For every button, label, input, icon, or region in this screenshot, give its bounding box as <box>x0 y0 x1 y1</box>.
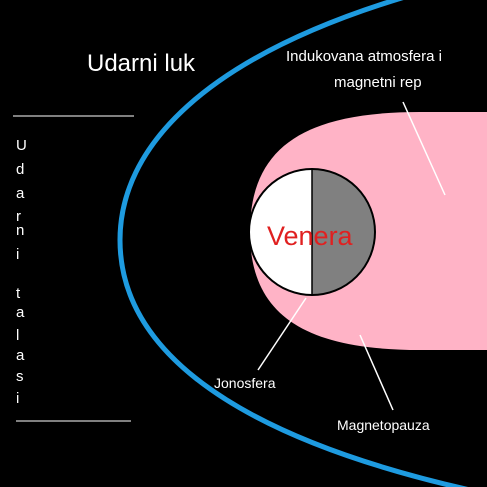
shock-waves-letter: d <box>16 161 24 178</box>
shock-waves-letter: n <box>16 222 24 239</box>
ionosphere-leader-line <box>257 297 307 371</box>
shock-waves-letter: t <box>16 285 21 302</box>
shock-waves-letter: U <box>16 137 27 154</box>
shock-waves-letter: i <box>16 246 19 263</box>
induced-tail-leader-line <box>402 101 446 196</box>
planet-night-side <box>312 169 375 295</box>
induced-tail-label-line2: magnetni rep <box>334 74 422 91</box>
planet-label: Venera <box>267 221 354 251</box>
planet-day-side <box>249 169 312 295</box>
venus-planet <box>248 168 376 296</box>
shock-waves-letter: r <box>16 208 21 225</box>
shock-waves-letter: a <box>16 304 25 321</box>
shock-waves-letter: a <box>16 347 25 364</box>
shock-waves-letter: s <box>16 368 24 385</box>
induced-tail-label-line1: Indukovana atmosfera i <box>286 48 442 65</box>
bow-shock-arc <box>117 0 469 487</box>
shock-waves-letter: i <box>16 390 19 407</box>
bow-shock-label: Udarni luk <box>87 50 196 77</box>
shock-waves-letter: l <box>16 327 19 344</box>
ionosphere-label: Jonosfera <box>214 375 276 391</box>
shock-waves-vertical-label: U d a r n i t a l a s i <box>16 137 27 407</box>
magnetopause-leader-line <box>359 334 394 411</box>
shock-waves-letter: a <box>16 185 25 202</box>
magnetopause-label: Magnetopauza <box>337 417 430 433</box>
